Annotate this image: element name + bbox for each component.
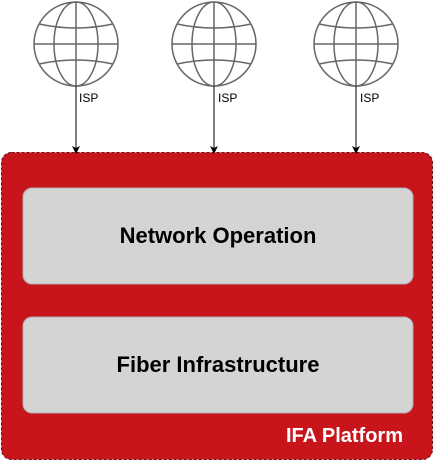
layer-network-operation: Network Operation xyxy=(23,188,413,284)
platform-title: IFA Platform xyxy=(285,425,403,447)
isp-label: ISP xyxy=(217,91,239,105)
isp-label: ISP xyxy=(359,91,381,105)
isp-label: ISP xyxy=(78,91,100,105)
layer-label: Fiber Infrastructure xyxy=(116,352,320,377)
layer-fiber-infrastructure-box xyxy=(22,316,414,414)
globe-icon xyxy=(33,1,119,87)
globe-icon xyxy=(171,1,257,87)
layer-fiber-infrastructure: Fiber Infrastructure xyxy=(23,317,413,413)
globe-icon xyxy=(313,1,399,87)
layer-network-operation-box xyxy=(22,187,414,285)
layer-label: Network Operation xyxy=(119,223,317,248)
